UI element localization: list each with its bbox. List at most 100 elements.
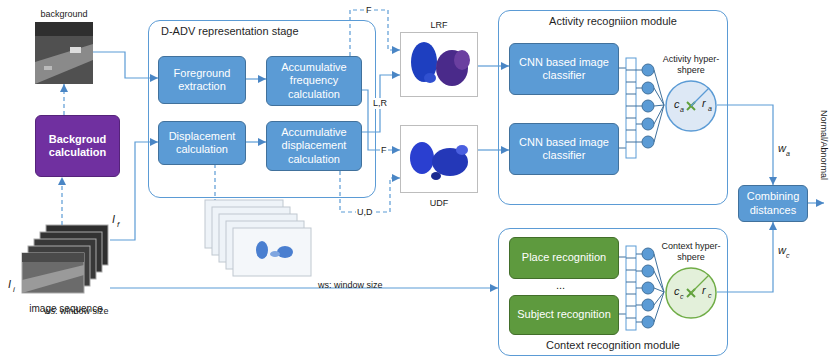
- window-note: ws: window size: [318, 280, 383, 290]
- neuron-layer: [626, 270, 636, 271]
- connector-arrow: [717, 222, 773, 292]
- neuron-layer: [626, 130, 636, 131]
- box-label: Combining distances: [743, 190, 803, 216]
- hypersphere-title: Activity hyper-shpere: [656, 54, 726, 76]
- neuron-layer: [626, 58, 636, 158]
- frame-stack: [22, 265, 84, 293]
- neuron-layer: [626, 106, 636, 107]
- feature-image: LRF: [400, 32, 478, 97]
- neuron-layer: [636, 288, 642, 289]
- neuron-layer: [654, 271, 664, 292]
- neuron-layer: [654, 288, 664, 292]
- neuron-layer: [636, 142, 642, 143]
- edge-label: L,R: [372, 98, 388, 109]
- lrf-map: [454, 50, 470, 70]
- connector-arrow: [110, 287, 498, 288]
- symbol-subscript: a: [708, 105, 712, 112]
- neuron-layer: [636, 271, 642, 272]
- neuron-layer: [654, 88, 664, 105]
- output-label: Normal/Abnormal: [819, 110, 829, 180]
- neuron-layer: [618, 314, 626, 315]
- background-photo: [70, 47, 81, 53]
- neuron-layer: [642, 282, 654, 294]
- neuron-layer: [654, 105, 664, 106]
- connector-arrow: [246, 78, 266, 79]
- connector-arrow: [61, 177, 62, 225]
- weight-label: w: [778, 244, 786, 257]
- module-group: Context recognition modulePlace recognit…: [498, 228, 728, 356]
- process-box: Accumulative frequency calculation: [266, 56, 362, 106]
- neuron-layer: [654, 292, 664, 305]
- neuron-layer: [636, 70, 642, 71]
- background-photo: [44, 66, 52, 70]
- process-box: Accumulative displacement calculation: [266, 121, 362, 171]
- neuron-layer: [626, 94, 636, 95]
- neuron-layer: [618, 58, 664, 158]
- neuron-layer: [626, 142, 636, 143]
- neuron-layer: [642, 248, 654, 260]
- symbol-label: c: [674, 286, 680, 297]
- box-label: Displacement calculation: [163, 130, 241, 156]
- neuron-layer: [626, 306, 636, 307]
- neuron-layer: [654, 70, 664, 105]
- box-label: Place recognition: [522, 251, 606, 264]
- neuron-layer: [626, 82, 636, 83]
- output-arrow: [808, 202, 824, 203]
- symbol-subscript: a: [680, 106, 684, 113]
- edge-label: U,D: [356, 207, 374, 218]
- neuron-layer: [636, 124, 642, 125]
- hypersphere-title: Context hyper-shpere: [656, 241, 726, 263]
- weight-label: w: [778, 142, 786, 155]
- udf-map: [410, 142, 434, 174]
- weight-subscript: a: [786, 150, 790, 158]
- feature-image: UDF: [400, 125, 478, 193]
- symbol-subscript: i: [13, 285, 15, 294]
- neuron-layer: [642, 316, 654, 328]
- symbol-subscript: c: [708, 292, 712, 299]
- classifier-box: CNN based image classifier: [509, 43, 619, 95]
- box-label: Backgroud calculation: [40, 133, 115, 159]
- symbol-label: I: [8, 278, 11, 291]
- hypersphere: Context hyper-shpereccrc: [665, 267, 717, 319]
- hypersphere-shape: [666, 268, 716, 318]
- image-caption: LRF: [430, 19, 447, 31]
- process-box: Foreground extraction: [158, 56, 246, 104]
- connector-arrow: [717, 105, 773, 185]
- neuron-layer: [654, 292, 664, 322]
- neuron-layer: [654, 254, 664, 292]
- image-caption: UDF: [430, 197, 449, 209]
- neuron-layer: [642, 299, 654, 311]
- connector-arrow: [478, 65, 509, 66]
- edge-label: F: [365, 5, 373, 16]
- background-photo: [35, 22, 93, 84]
- neuron-layer: [642, 64, 654, 76]
- symbol-subscript: f: [117, 220, 119, 229]
- neuron-layer: [642, 118, 654, 130]
- symbol-subscript: c: [680, 293, 684, 300]
- neuron-layer: [626, 118, 636, 119]
- hypersphere-shape: [691, 88, 709, 106]
- neuron-layer: [618, 68, 626, 69]
- neuron-layer: [636, 106, 642, 107]
- leader-line: [214, 164, 215, 200]
- connector-arrow: [350, 10, 400, 56]
- displacement-stack: [233, 228, 311, 276]
- connector-arrow: [63, 84, 64, 115]
- symbol-label: I: [112, 213, 115, 226]
- group-title: D-ADV representation stage: [161, 25, 299, 38]
- recognizer-box: Place recognition: [509, 237, 619, 279]
- displacement-stack: [205, 200, 311, 276]
- neuron-layer: [642, 82, 654, 94]
- connector-arrow: [478, 149, 509, 150]
- udf-map: [410, 142, 468, 180]
- hypersphere-shape: [666, 81, 716, 131]
- module-group: Activity recogniion moduleCNN based imag…: [498, 10, 728, 205]
- connector-arrow: [340, 171, 400, 212]
- lrf-map: [411, 42, 437, 82]
- process-box: Combining distances: [738, 185, 808, 222]
- frame-stack: [22, 225, 108, 293]
- background-photo: [35, 22, 93, 36]
- process-box: Backgroud calculation: [35, 115, 120, 177]
- frame-stack: [22, 253, 84, 293]
- neuron-layer: [626, 282, 636, 283]
